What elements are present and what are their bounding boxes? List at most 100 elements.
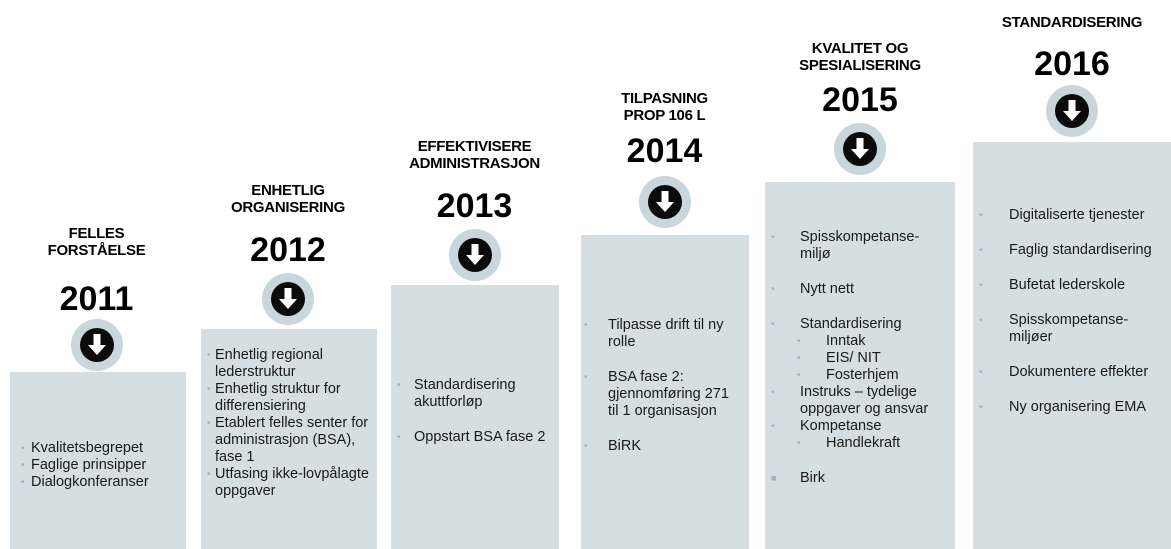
bullet-icon: •	[584, 372, 588, 383]
bullet-icon: •	[21, 477, 25, 488]
step-heading: FELLES FORSTÅELSE	[47, 225, 146, 259]
bullet-icon: •	[771, 232, 775, 243]
list-item: •Etablert felles senter for administrasj…	[201, 415, 377, 466]
list-item: •Inntak	[765, 333, 955, 350]
step-year: 2014	[626, 132, 703, 170]
bullet-icon: •	[771, 387, 775, 398]
arrow-down-circle-icon	[448, 228, 502, 282]
list-item-text: Enhetlig regional lederstruktur	[215, 347, 324, 380]
list-item-text: Digitaliserte tjenester	[1009, 207, 1145, 223]
list-item-text: Inntak	[826, 333, 866, 349]
step-content-box: • Spisskompetanse-miljø • Nytt nett •Standar…	[765, 182, 955, 549]
step-heading: ENHETLIG ORGANISERING	[231, 182, 345, 216]
list-item-text: Oppstart BSA fase 2	[414, 429, 546, 445]
list-item: ■ Birk	[765, 470, 955, 487]
step-2016: STANDARDISERING 2016 • Digitaliserte tjenes…	[973, 0, 1171, 549]
step-year: 2011	[59, 280, 134, 318]
step-year: 2016	[1034, 45, 1110, 83]
step-2014: TILPASNING PROP 106 L 2014 • Tilpasse drift…	[581, 0, 749, 549]
bullet-icon: •	[584, 320, 588, 331]
bullet-icon: •	[979, 367, 983, 378]
step-year: 2012	[250, 231, 326, 269]
step-heading: TILPASNING PROP 106 L	[621, 90, 708, 124]
bullet-icon: •	[797, 353, 801, 364]
step-content-box: • Kvalitetsbegrepet • Faglige prinsipper • Di…	[10, 372, 186, 549]
step-item-list: • Standardisering akuttforløp • Oppstart BS…	[391, 377, 559, 446]
list-item: • Enhetlig struktur for differensiering	[201, 381, 377, 415]
bullet-icon: •	[979, 402, 983, 413]
list-item-text: Faglig standardisering	[1009, 242, 1152, 258]
bullet-icon: •	[771, 421, 775, 432]
list-item-text: Fosterhjem	[826, 367, 899, 383]
step-item-list: •Enhetlig regional lederstruktur•Enhetli…	[201, 347, 377, 500]
list-item-text: Utfasing ikke-lovpålagte oppgaver	[215, 466, 369, 499]
list-item: • Spisskompetanse-miljøer	[973, 312, 1171, 346]
list-item: • Tilpasse drift til ny rolle	[581, 317, 749, 351]
step-year: 2013	[436, 187, 513, 225]
list-item: •Standardisering	[765, 316, 955, 333]
list-item: • Faglig standardisering	[973, 242, 1171, 259]
list-item-text: Spisskompetanse-miljøer	[1009, 312, 1129, 345]
bullet-icon: •	[397, 432, 401, 443]
bullet-icon: •	[207, 469, 211, 480]
list-item: • EIS/ NIT	[765, 350, 955, 367]
list-item-text: Kvalitetsbegrepet	[31, 440, 144, 456]
step-content-box: • Digitaliserte tjenester • Faglig standard…	[973, 142, 1171, 549]
arrow-down-circle-icon	[638, 175, 692, 229]
list-item: • BiRK	[581, 438, 749, 455]
list-item: •Dokumentere effekter	[973, 364, 1171, 381]
step-content-box: •Tilpasse drift til ny rolle•BSA fase 2:…	[581, 235, 749, 549]
list-item: • Kvalitetsbegrepet	[10, 440, 186, 457]
step-item-list: • Digitaliserte tjenester • Faglig standard…	[973, 207, 1171, 416]
list-item-text: BiRK	[608, 438, 642, 454]
bullet-icon: •	[979, 210, 983, 221]
step-heading: EFFEKTIVISERE ADMINISTRASJON	[409, 138, 540, 172]
step-content-box: • Standardisering akuttforløp • Oppstart BS…	[391, 285, 559, 549]
bullet-icon: •	[979, 315, 983, 326]
step-year: 2015	[822, 81, 898, 119]
bullet-icon: •	[979, 245, 983, 256]
list-item-text: Bufetat lederskole	[1009, 277, 1126, 293]
arrow-down-circle-icon	[70, 318, 124, 372]
list-item-text: Handlekraft	[826, 435, 901, 451]
bullet-icon: •	[21, 460, 25, 471]
list-item-text: Enhetlig struktur for differensiering	[215, 381, 341, 414]
list-item-text: Nytt nett	[800, 281, 854, 297]
list-item-text: Ny organisering EMA	[1009, 399, 1146, 415]
step-heading: STANDARDISERING	[1001, 14, 1143, 31]
list-item-text: Faglige prinsipper	[31, 457, 147, 473]
step-heading: KVALITET OG SPESIALISERING	[799, 40, 921, 74]
bullet-icon: •	[21, 443, 25, 454]
list-item: • Dialogkonferanser	[10, 474, 186, 491]
list-item: •Fosterhjem	[765, 367, 955, 384]
list-item: •Handlekraft	[765, 435, 955, 452]
step-item-list: •Tilpasse drift til ny rolle•BSA fase 2:…	[581, 317, 749, 455]
list-item: • Kompetanse	[765, 418, 955, 435]
list-item: • Instruks – tydelige oppgaver og ansvar	[765, 384, 955, 418]
list-item: • Utfasing ikke-lovpålagte oppgaver	[201, 466, 377, 500]
list-item-text: Birk	[800, 470, 825, 486]
list-item-text: Kompetanse	[800, 418, 882, 434]
list-item-text: EIS/ NIT	[826, 350, 881, 366]
list-item-text: Tilpasse drift til ny rolle	[608, 317, 724, 350]
list-item: • Oppstart BSA fase 2	[391, 429, 559, 446]
list-item: • Faglige prinsipper	[10, 457, 186, 474]
list-item-text: Spisskompetanse-miljø	[800, 229, 920, 262]
step-item-list: • Kvalitetsbegrepet • Faglige prinsipper • Di…	[10, 440, 186, 491]
bullet-icon: •	[207, 418, 211, 429]
bullet-icon: •	[207, 384, 211, 395]
square-bullet-icon: ■	[771, 473, 777, 483]
list-item-text: Dialogkonferanser	[31, 474, 149, 490]
list-item-text: Standardisering akuttforløp	[414, 377, 516, 410]
bullet-icon: •	[584, 441, 588, 452]
list-item: • Standardisering akuttforløp	[391, 377, 559, 411]
step-2013: EFFEKTIVISERE ADMINISTRASJON 2013 • Standar…	[391, 0, 559, 549]
list-item: •Enhetlig regional lederstruktur	[201, 347, 377, 381]
list-item: • Digitaliserte tjenester	[973, 207, 1171, 224]
bullet-icon: •	[397, 380, 401, 391]
bullet-icon: •	[979, 280, 983, 291]
list-item-text: Instruks – tydelige oppgaver og ansvar	[800, 384, 929, 417]
bullet-icon: •	[771, 284, 775, 295]
